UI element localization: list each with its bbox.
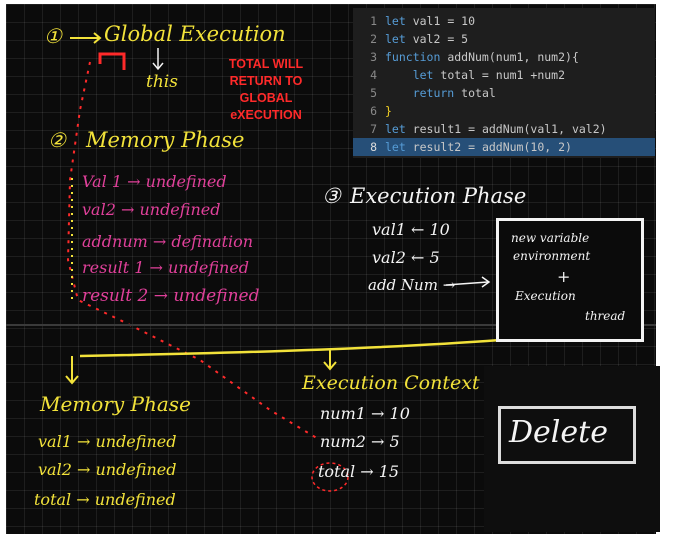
exec-context-heading: Execution Context	[302, 372, 480, 394]
code-line: 6}	[370, 104, 392, 118]
box-text: new variable	[511, 231, 590, 245]
step2-number: ②	[48, 128, 66, 152]
this-label: this	[146, 72, 178, 92]
execution-phase-heading: Execution Phase	[350, 184, 527, 208]
bottom-memory-heading: Memory Phase	[40, 392, 191, 416]
memory-item: result 1 → undefined	[82, 258, 250, 277]
red-note: TOTAL WILL RETURN TO GLOBAL eXECUTION	[228, 57, 304, 122]
red-hook	[98, 52, 126, 70]
code-line: 4 let total = num1 +num2	[370, 68, 566, 82]
environment-box: new variable environment + Execution thr…	[496, 218, 644, 342]
delete-box: Delete	[498, 406, 636, 464]
step3-number: ③	[322, 184, 341, 208]
box-text: thread	[585, 309, 626, 323]
memory-item: Val 1 → undefined	[82, 172, 227, 191]
step1-number: ①	[44, 24, 62, 48]
memory-item: addnum → defination	[82, 232, 254, 251]
exec-context-item: num1 → 10	[320, 404, 410, 423]
memory-phase-heading: Memory Phase	[86, 128, 245, 152]
memory-item: val2 → undefined	[82, 200, 221, 219]
box-text: +	[557, 267, 571, 286]
box-text: Execution	[515, 289, 576, 303]
code-line: 5 return total	[370, 86, 496, 100]
exec-item: add Num →	[368, 276, 456, 294]
exec-item: val2 ← 5	[372, 248, 440, 267]
branch-line	[79, 338, 501, 358]
red-dotted-trail	[66, 61, 321, 441]
exec-item: val1 ← 10	[372, 220, 450, 239]
global-execution-heading: Global Execution	[104, 22, 286, 46]
box-text: environment	[513, 249, 591, 263]
bottom-memory-item: val2 → undefined	[38, 460, 177, 479]
delete-panel: Delete	[484, 366, 660, 532]
section-divider	[6, 324, 656, 326]
bottom-memory-item: val1 → undefined	[38, 432, 177, 451]
exec-context-item: num2 → 5	[320, 432, 400, 451]
delete-label: Delete	[509, 415, 608, 450]
bottom-memory-item: total → undefined	[34, 490, 176, 509]
total-circle	[311, 462, 349, 492]
exec-context-item: total → 15	[318, 462, 400, 481]
memory-item: result 2 → undefined	[82, 286, 260, 306]
